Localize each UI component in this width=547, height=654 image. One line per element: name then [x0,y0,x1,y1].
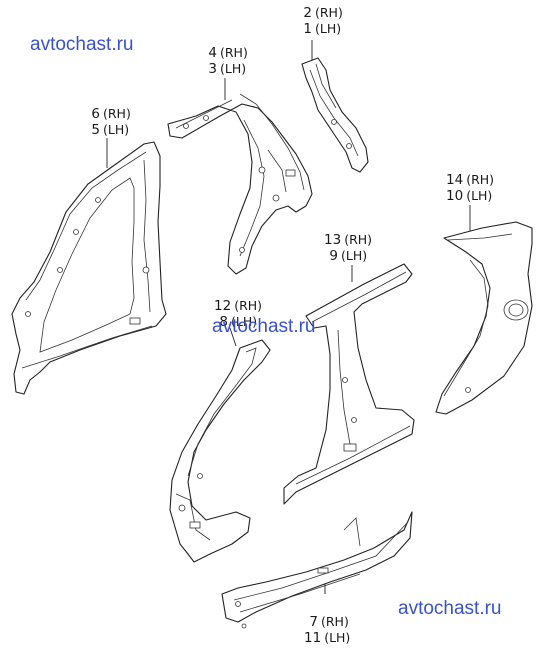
callout-12-8: 12(RH) 8(LH) [214,298,262,330]
side-label: (RH) [234,298,263,313]
part-number: 7 [309,614,318,630]
part-number: 10 [446,188,464,204]
side-label: (RH) [466,172,495,187]
part-8-12-front-pillar [169,339,271,563]
part-5-6-front-side-pillar [11,141,167,395]
callout-row-lh: 11(LH) [304,630,350,646]
watermark-bottom-right: avtochast.ru [398,598,502,619]
callout-14-10: 14(RH) 10(LH) [446,172,494,204]
part-7-11-side-sill [221,511,413,629]
part-number: 3 [208,61,217,77]
side-label: (LH) [103,122,130,137]
side-label: (LH) [324,630,351,645]
callout-row-rh: 14(RH) [446,172,494,188]
side-label: (LH) [315,21,342,36]
callout-row-rh: 2(RH) [298,5,343,21]
callout-7-11: 7(RH) 11(LH) [304,614,350,646]
side-label: (RH) [315,5,343,20]
part-number: 2 [303,5,312,21]
side-label: (LH) [220,61,247,76]
side-label: (RH) [103,106,131,121]
callout-row-rh: 13(RH) [324,232,372,248]
watermark-top-left: avtochast.ru [30,34,134,55]
part-number: 12 [214,298,232,314]
part-1-2-upper-pillar [301,57,369,173]
callout-row-lh: 3(LH) [203,61,248,77]
part-number: 4 [208,45,217,61]
leader-line-12-8 [229,327,237,347]
side-label: (RH) [344,232,373,247]
part-number: 9 [329,248,338,264]
part-number: 14 [446,172,464,188]
callout-2-1: 2(RH) 1(LH) [298,5,343,37]
callout-row-rh: 7(RH) [304,614,350,630]
callout-6-5: 6(RH) 5(LH) [86,106,131,138]
callout-row-lh: 9(LH) [324,248,372,264]
part-number: 13 [324,232,342,248]
callout-row-lh: 1(LH) [298,21,343,37]
watermark-center: avtochast.ru [212,316,316,337]
part-number: 6 [91,106,100,122]
callout-13-9: 13(RH) 9(LH) [324,232,372,264]
callout-4-3: 4(RH) 3(LH) [203,45,248,77]
callout-row-lh: 10(LH) [446,188,494,204]
side-label: (LH) [466,188,493,203]
side-label: (RH) [321,614,349,629]
callout-row-rh: 6(RH) [86,106,131,122]
callout-row-lh: 8(LH) [214,314,262,330]
side-label: (LH) [231,314,258,329]
part-9-13-center-pillar [283,263,415,505]
callout-row-rh: 4(RH) [203,45,248,61]
part-number: 1 [303,21,312,37]
part-10-14-rear-quarter-panel [435,221,533,415]
part-number: 11 [304,630,322,646]
part-number: 5 [91,122,100,138]
part-3-4-rear-inner-panel [167,93,313,275]
side-label: (LH) [341,248,368,263]
side-label: (RH) [220,45,248,60]
callout-row-lh: 5(LH) [86,122,131,138]
callout-row-rh: 12(RH) [214,298,262,314]
part-number: 8 [219,314,228,330]
